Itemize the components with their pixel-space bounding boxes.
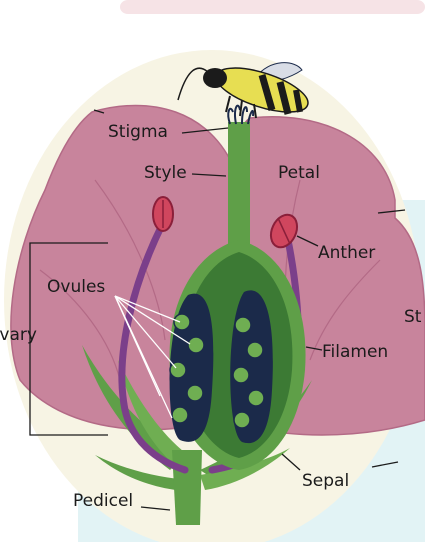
ovule	[234, 412, 250, 428]
pedicel-stem	[172, 450, 202, 525]
top-pink-banner	[120, 0, 425, 14]
ovule	[233, 367, 249, 383]
ovule	[174, 314, 190, 330]
ovule	[172, 407, 188, 423]
ovule	[248, 390, 264, 406]
style	[228, 122, 250, 250]
label-style: Style	[144, 163, 187, 183]
label-stamen-fragment: St	[404, 307, 422, 327]
label-filament: Filamen	[322, 342, 388, 362]
label-petal: Petal	[278, 163, 320, 183]
label-ovules: Ovules	[47, 277, 105, 297]
bee-stripe	[296, 90, 300, 112]
label-sepal: Sepal	[302, 471, 349, 491]
ovule	[247, 342, 263, 358]
label-anther: Anther	[318, 243, 375, 263]
ovule	[188, 337, 204, 353]
label-stigma: Stigma	[108, 122, 168, 142]
label-pedicel: Pedicel	[73, 491, 133, 511]
label-ovary: Ovary	[0, 325, 37, 345]
ovule	[235, 317, 251, 333]
ovule	[187, 385, 203, 401]
